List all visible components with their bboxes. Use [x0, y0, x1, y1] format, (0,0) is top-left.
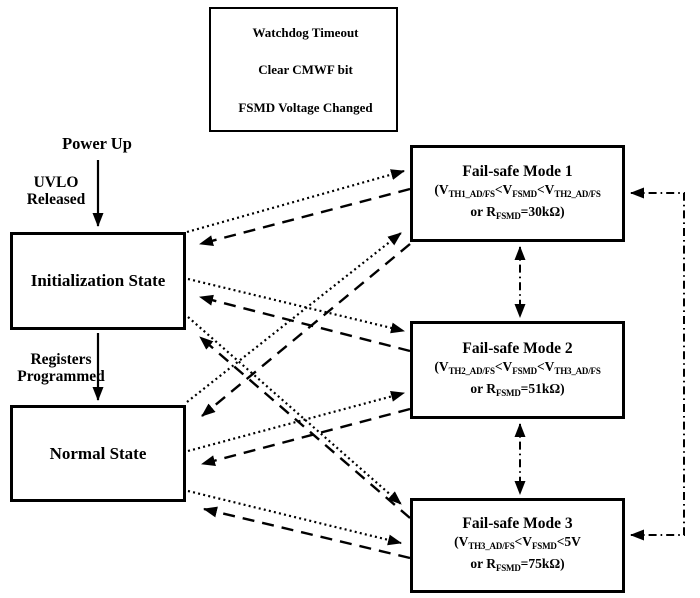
cond-sub: TH2_AD/FS	[554, 189, 601, 199]
cond-text: <5V	[556, 534, 581, 549]
failsafe-mode1-resistor: or RFSMD=30kΩ)	[470, 203, 564, 225]
failsafe-mode2-resistor: or RFSMD=51kΩ)	[470, 380, 564, 402]
mode3-to-init-dashed-arrow	[199, 336, 411, 519]
normal-to-mode3-dotted-arrow	[187, 489, 402, 546]
legend-clear-cmwf-label: Clear CMWF bit	[258, 62, 353, 77]
normal-state-label: Normal State	[49, 443, 147, 463]
cond-text: <V	[514, 534, 532, 549]
cond-sub: TH1_AD/FS	[448, 189, 495, 199]
normal-to-mode2-dotted-arrow	[187, 391, 405, 453]
init-to-mode2-dotted-arrow	[187, 277, 405, 334]
failsafe-mode1-condition: (VTH1_AD/FS<VFSMD<VTH2_AD/FS	[434, 181, 600, 203]
legend-box: Watchdog Timeout Clear CMWF bit FSMD Vol…	[209, 7, 398, 132]
power-up-label: Power Up	[62, 134, 132, 153]
failsafe-mode2-condition: (VTH2_AD/FS<VFSMD<VTH3_AD/FS	[434, 358, 600, 380]
failsafe-mode3-title: Fail-safe Mode 3	[462, 515, 573, 532]
init-to-mode3-dotted-arrow	[187, 316, 402, 505]
mode1-to-init-dashed-arrow	[199, 187, 411, 247]
cond-sub: FSMD	[495, 387, 521, 398]
cond-text: or R	[470, 380, 496, 396]
normal-to-mode1-dotted-arrow	[186, 232, 402, 403]
failsafe-mode1-box: Fail-safe Mode 1 (VTH1_AD/FS<VFSMD<VTH2_…	[410, 145, 625, 242]
mode1-to-normal-dashed-arrow	[201, 243, 411, 417]
failsafe-mode3-condition: (VTH3_AD/FS<VFSMD<5V	[454, 533, 581, 555]
cond-sub: TH3_AD/FS	[554, 365, 601, 376]
cond-sub: FSMD	[512, 365, 537, 376]
mode1-mode3-dashdot-loop-arrow	[630, 187, 685, 541]
cond-text: =75kΩ)	[520, 556, 565, 571]
failsafe-mode1-title: Fail-safe Mode 1	[462, 163, 573, 180]
cond-text: =51kΩ)	[520, 380, 565, 396]
cond-sub: TH3_AD/FS	[468, 541, 515, 551]
cond-text: =30kΩ)	[520, 204, 565, 219]
cond-sub: FSMD	[532, 541, 557, 551]
cond-sub: FSMD	[495, 211, 521, 221]
cond-text: <V	[536, 182, 555, 197]
cond-text: (V	[454, 534, 469, 549]
mode2-to-normal-dashed-arrow	[201, 407, 411, 466]
cond-text: or R	[470, 204, 496, 219]
mode2-to-init-dashed-arrow	[199, 294, 411, 353]
normal-state-box: Normal State	[10, 405, 186, 502]
cond-text: <V	[536, 358, 555, 374]
cond-text: or R	[470, 556, 496, 571]
cond-sub: FSMD	[512, 189, 537, 199]
mode3-to-normal-dashed-arrow	[203, 506, 411, 560]
init-to-mode1-dotted-arrow	[186, 169, 405, 234]
cond-sub: TH2_AD/FS	[448, 365, 495, 376]
failsafe-mode2-title: Fail-safe Mode 2	[462, 339, 573, 357]
cond-text: <V	[494, 358, 513, 374]
uvlo-released-label: UVLO Released	[26, 174, 86, 208]
registers-programmed-label: Registers Programmed	[17, 351, 105, 385]
cond-text: (V	[434, 358, 449, 374]
legend-fsmd-voltage-label: FSMD Voltage Changed	[238, 100, 373, 115]
failsafe-mode2-box: Fail-safe Mode 2 (VTH2_AD/FS<VFSMD<VTH3_…	[410, 321, 625, 419]
cond-text: <V	[494, 182, 513, 197]
failsafe-mode3-box: Fail-safe Mode 3 (VTH3_AD/FS<VFSMD<5V or…	[410, 498, 625, 593]
legend-watchdog-label: Watchdog Timeout	[252, 25, 359, 40]
initialization-state-label: Initialization State	[30, 271, 166, 290]
cond-text: (V	[434, 182, 449, 197]
cond-sub: FSMD	[495, 563, 521, 573]
initialization-state-box: Initialization State	[10, 232, 186, 330]
failsafe-mode3-resistor: or RFSMD=75kΩ)	[470, 555, 564, 577]
